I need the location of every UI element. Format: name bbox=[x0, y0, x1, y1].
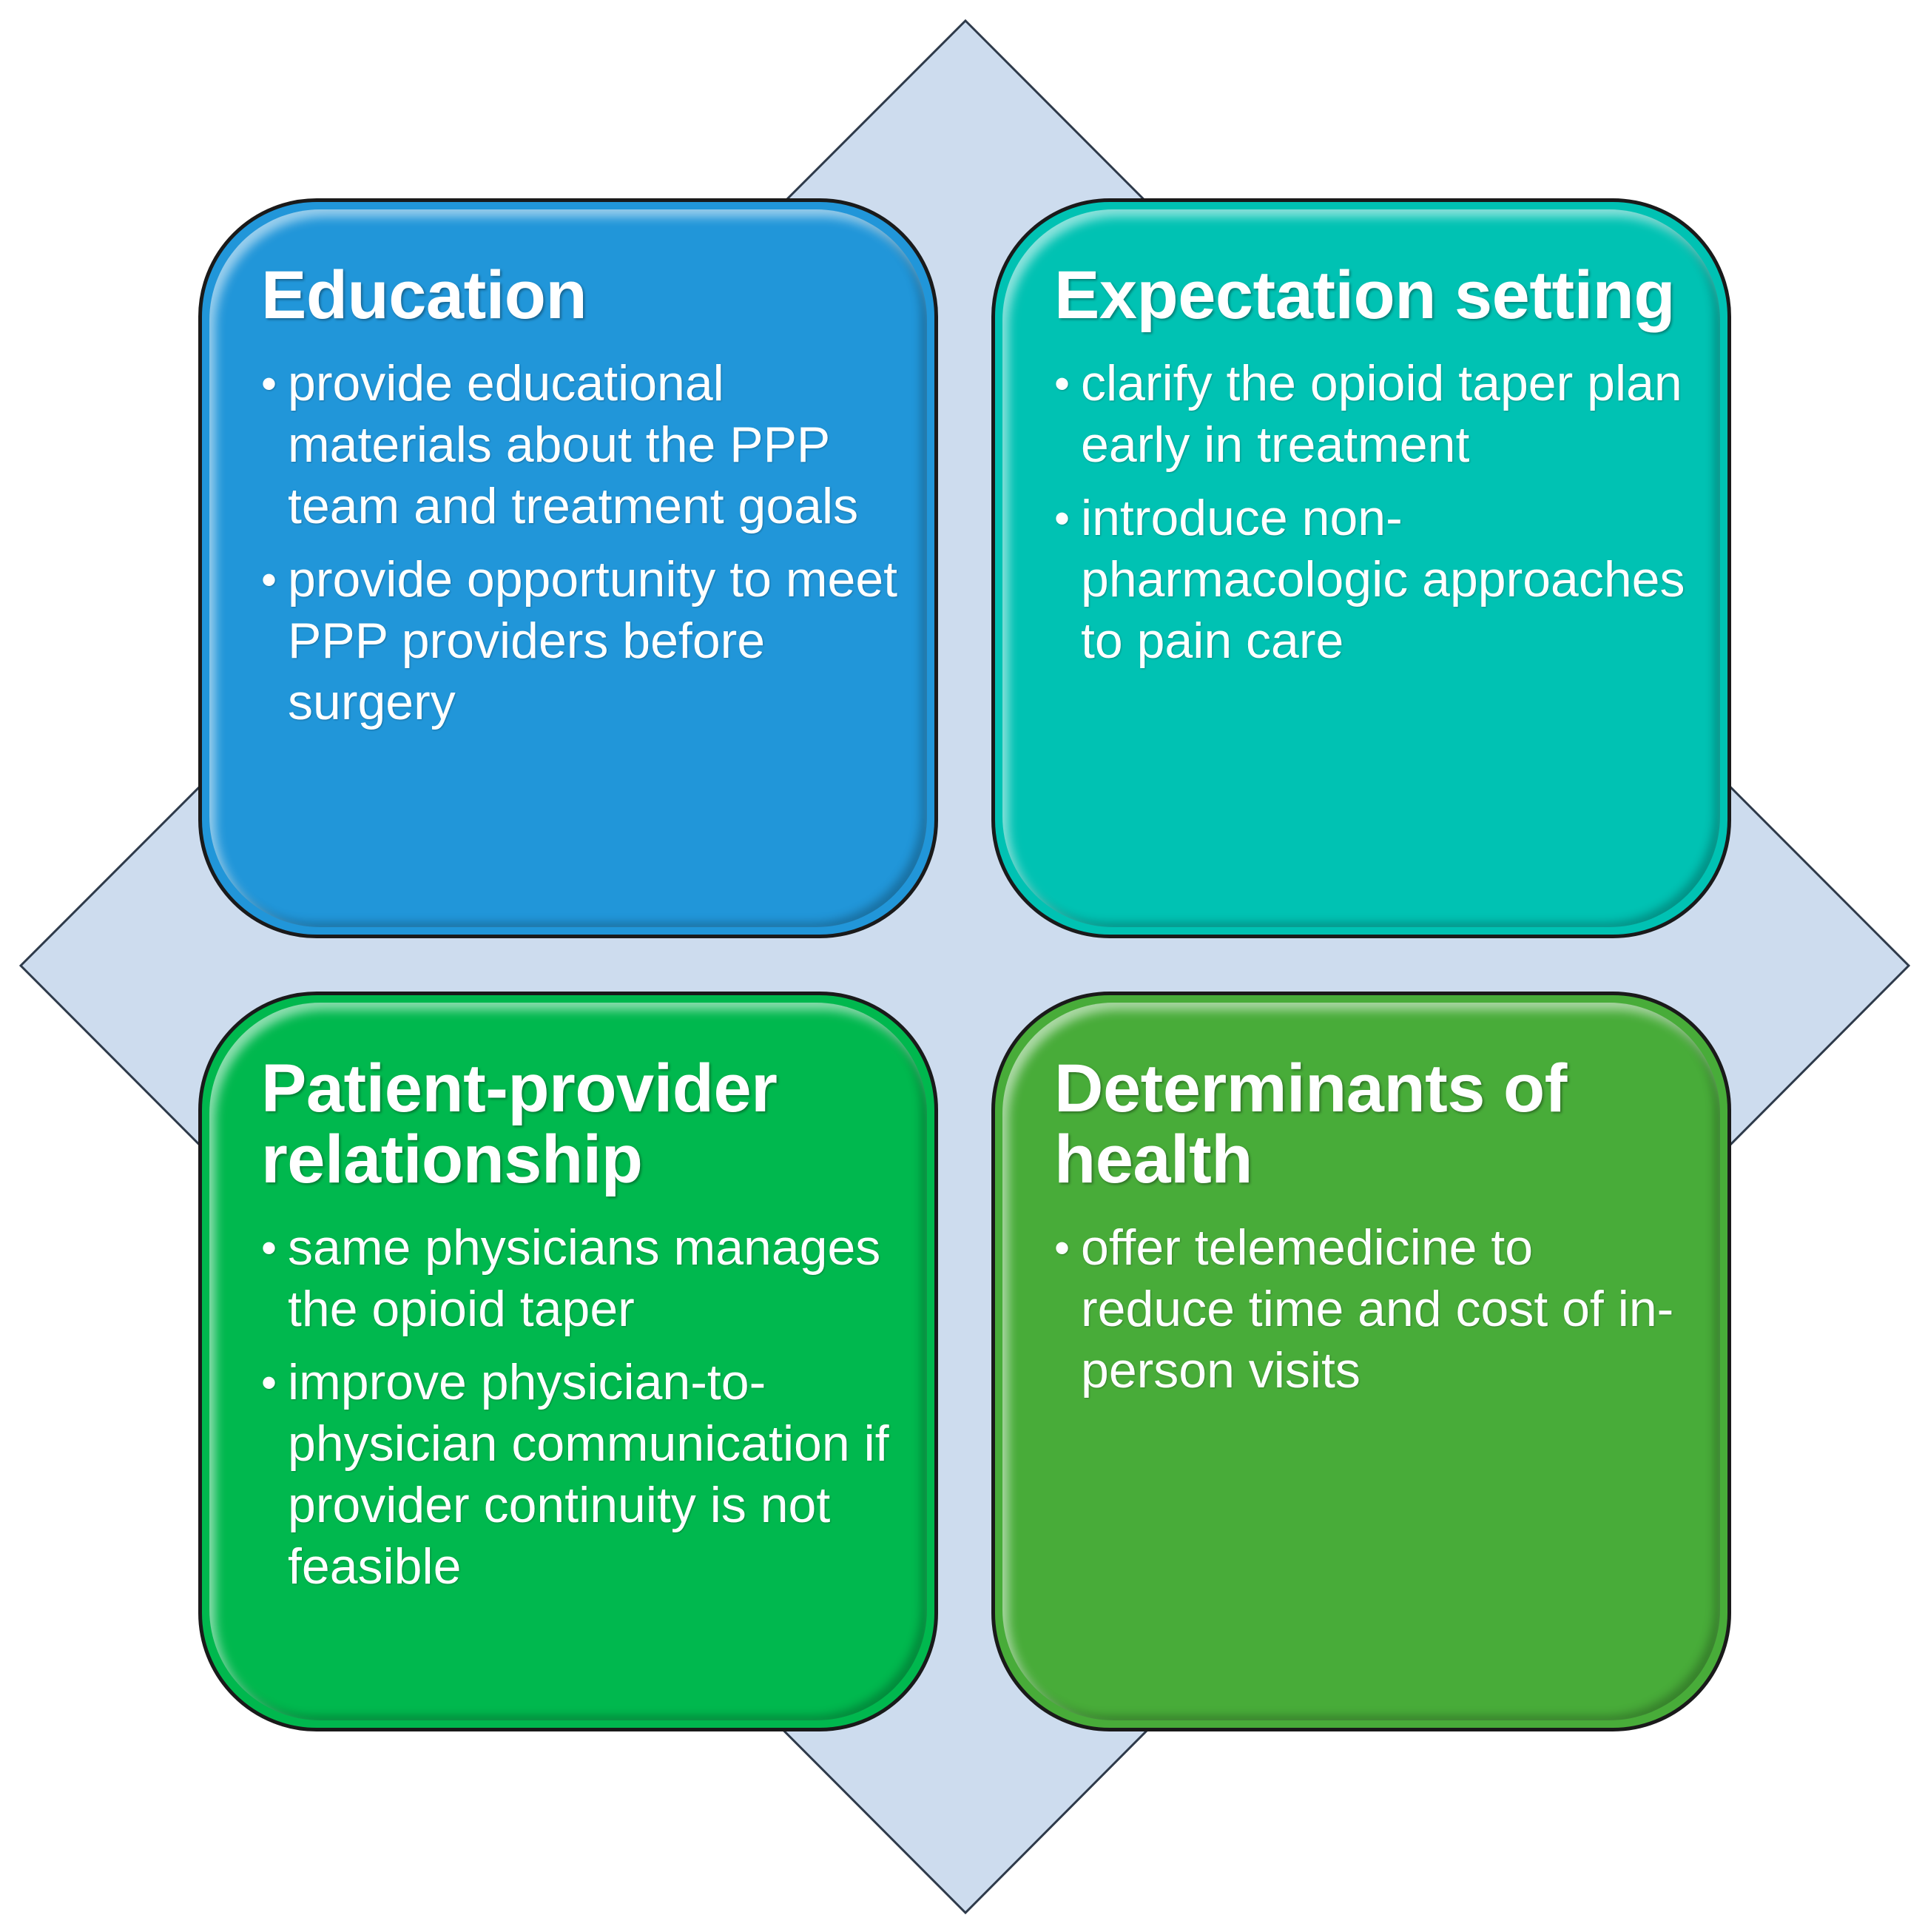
patient-provider-relationship-box: Patient-provider relationship •same phys… bbox=[198, 992, 938, 1731]
determinants-title: Determinants of health bbox=[1054, 1051, 1567, 1197]
bullet-text: improve physician-to-physician communica… bbox=[288, 1354, 889, 1595]
determinants-bullets: •offer telemedicine to reduce time and c… bbox=[1054, 1217, 1698, 1401]
relationship-title: Patient-provider relationship bbox=[261, 1051, 778, 1197]
list-item: •introduce non-pharmacologic approaches … bbox=[1054, 490, 1685, 669]
list-item: •improve physician-to-physician communic… bbox=[261, 1354, 889, 1595]
determinants-of-health-box: Determinants of health •offer telemedici… bbox=[991, 992, 1731, 1731]
bullet-text: introduce non-pharmacologic approaches t… bbox=[1081, 490, 1685, 669]
relationship-bullets: •same physicians manages the opioid tape… bbox=[261, 1217, 905, 1598]
bullet-text: clarify the opioid taper plan early in t… bbox=[1081, 355, 1682, 473]
bullet-text: offer telemedicine to reduce time and co… bbox=[1081, 1219, 1674, 1398]
list-item: •clarify the opioid taper plan early in … bbox=[1054, 355, 1682, 473]
list-item: •provide opportunity to meet PPP provide… bbox=[261, 551, 898, 730]
education-title: Education bbox=[261, 258, 587, 333]
bullet-text: same physicians manages the opioid taper bbox=[288, 1219, 881, 1337]
bullet-text: provide educational materials about the … bbox=[288, 355, 859, 534]
education-bullets: •provide educational materials about the… bbox=[261, 353, 905, 733]
expectation-bullets: •clarify the opioid taper plan early in … bbox=[1054, 353, 1698, 672]
education-box: Education •provide educational materials… bbox=[198, 198, 938, 938]
bullet-text: provide opportunity to meet PPP provider… bbox=[288, 551, 898, 730]
expectation-setting-box: Expectation setting •clarify the opioid … bbox=[991, 198, 1731, 938]
list-item: •offer telemedicine to reduce time and c… bbox=[1054, 1219, 1674, 1398]
list-item: •provide educational materials about the… bbox=[261, 355, 859, 534]
expectation-title: Expectation setting bbox=[1054, 258, 1676, 333]
list-item: •same physicians manages the opioid tape… bbox=[261, 1219, 881, 1337]
